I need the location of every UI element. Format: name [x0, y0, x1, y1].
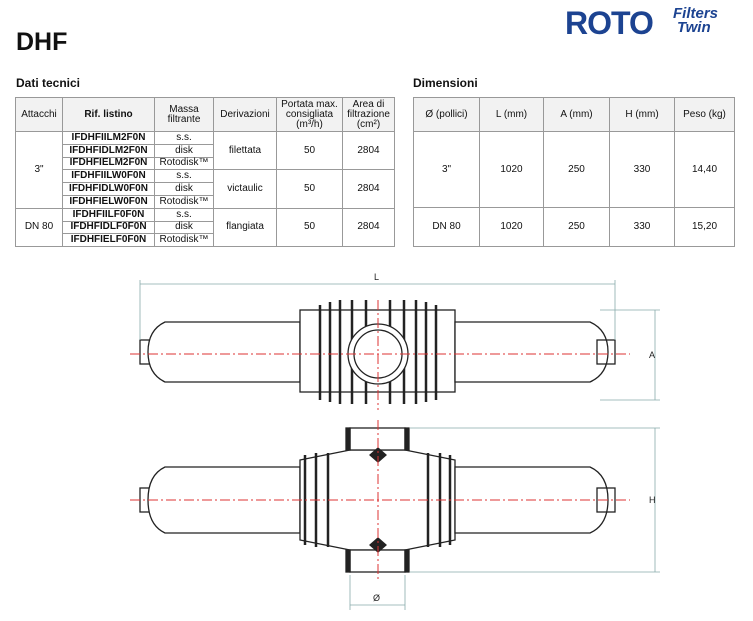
table-cell: IFDHFIELW0F0N [62, 194, 155, 209]
dim-label-diameter: Ø [373, 593, 380, 603]
table-cell: IFDHFIDLM2F0N [62, 143, 155, 158]
dims-heading: Dimensioni [413, 76, 478, 90]
page-title: DHF [16, 28, 68, 56]
table-cell: 14,40 [674, 131, 735, 208]
table-cell: IFDHFIDLF0F0N [62, 220, 155, 235]
table-cell: 250 [543, 207, 610, 247]
column-header: Ø (pollici) [413, 97, 480, 132]
table-cell: IFDHFIILM2F0N [62, 131, 155, 145]
column-header: Attacchi [15, 97, 63, 132]
table-cell: disk [154, 143, 214, 158]
table-cell: 50 [276, 130, 343, 171]
table-cell: DN 80 [413, 207, 480, 247]
table-cell: s.s. [154, 169, 214, 184]
table-cell: 3" [15, 131, 63, 209]
dim-label-h: H [649, 495, 656, 505]
column-header: A (mm) [543, 97, 610, 132]
table-cell: flangiata [213, 207, 277, 248]
table-cell: 50 [276, 169, 343, 209]
table-cell: 330 [609, 207, 675, 247]
table-cell: 2804 [342, 130, 395, 171]
tech-table: Attacchi Rif. listino Massa filtrante De… [15, 97, 395, 248]
column-header: Massa filtrante [154, 97, 214, 132]
logo-brand: ROTO [565, 5, 654, 41]
table-cell: 15,20 [674, 207, 735, 247]
column-header: Rif. listino [62, 97, 155, 132]
dim-label-a: A [649, 350, 655, 360]
table-cell: filettata [213, 130, 277, 171]
logo-line2: Twin [677, 19, 711, 36]
logo-line1: Filters [673, 5, 719, 22]
column-header: Derivazioni [213, 97, 277, 132]
table-cell: 250 [543, 131, 610, 208]
column-header: Peso (kg) [674, 97, 735, 132]
table-cell: IFDHFIELM2F0N [62, 156, 155, 171]
table-cell: victaulic [213, 169, 277, 209]
table-cell: IFDHFIILW0F0N [62, 169, 155, 184]
table-cell: IFDHFIELF0F0N [62, 233, 155, 248]
dims-table: Ø (pollici)L (mm)A (mm)H (mm)Peso (kg) 3… [413, 97, 735, 247]
table-cell: 1020 [479, 131, 544, 208]
table-cell: disk [154, 220, 214, 235]
column-header: L (mm) [479, 97, 544, 132]
table-cell: IFDHFIDLW0F0N [62, 182, 155, 196]
table-cell: Rotodisk™ [154, 156, 214, 171]
table-cell: DN 80 [15, 207, 63, 248]
table-cell: 3" [413, 131, 480, 208]
column-header: Portata max. consigliata (m³/h) [276, 97, 343, 132]
dim-label-l: L [374, 272, 379, 282]
table-cell: s.s. [154, 131, 214, 145]
table-cell: Rotodisk™ [154, 233, 214, 248]
table-cell: 2804 [342, 169, 395, 209]
table-cell: 2804 [342, 207, 395, 248]
table-cell: 50 [276, 207, 343, 248]
filter-drawing: L A H Ø [130, 272, 660, 610]
tech-heading: Dati tecnici [16, 76, 81, 90]
table-cell: disk [154, 182, 214, 196]
table-cell: 330 [609, 131, 675, 208]
column-header: Area di filtrazione (cm²) [342, 97, 395, 132]
table-cell: s.s. [154, 207, 214, 222]
table-cell: IFDHFIILF0F0N [62, 207, 155, 222]
column-header: H (mm) [609, 97, 675, 132]
table-cell: 1020 [479, 207, 544, 247]
filter-top-view [139, 300, 616, 404]
table-cell: Rotodisk™ [154, 194, 214, 209]
